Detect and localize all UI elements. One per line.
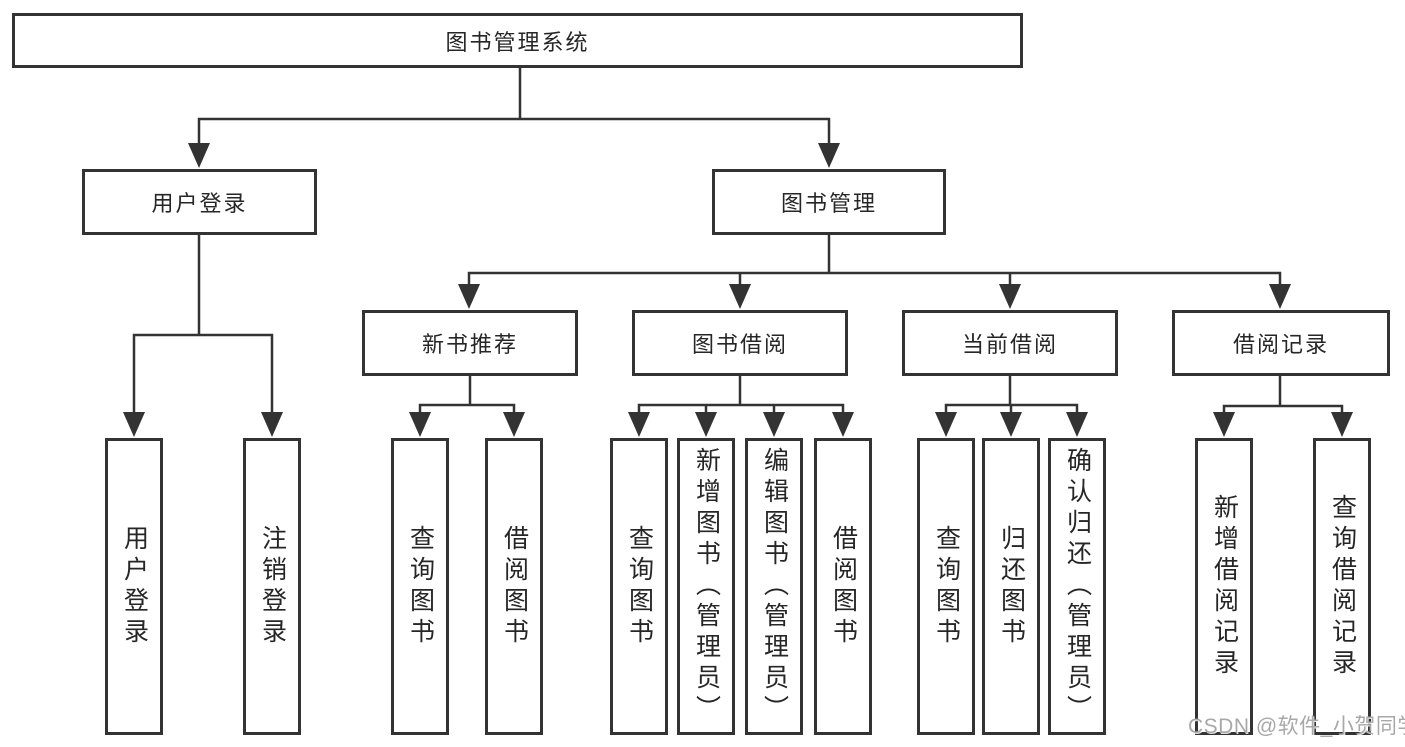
node-book-borrowing: 图书借阅: [632, 310, 848, 376]
arrowhead: [1269, 284, 1291, 309]
node-label: 用户登录: [151, 191, 248, 216]
node-label: 新增图书（管理员）: [692, 447, 721, 726]
node-label: 新增借阅记录: [1210, 493, 1239, 680]
node-label: 当前借阅: [961, 332, 1058, 357]
leaf-user-login: 用户登录: [105, 438, 163, 735]
arrowhead: [818, 143, 840, 168]
node-label: 图书借阅: [691, 332, 788, 357]
arrowhead: [123, 412, 145, 437]
connector-user-login-children: [123, 231, 283, 437]
arrowhead: [1331, 412, 1353, 437]
leaf-return-books: 归还图书: [982, 438, 1040, 735]
node-label: 编辑图书（管理员）: [760, 447, 789, 726]
arrowhead: [458, 284, 480, 309]
arrowhead: [628, 412, 650, 437]
connector-book-borrowing-children: [628, 372, 854, 437]
node-label: 确认归还（管理员）: [1063, 447, 1092, 726]
leaf-add-borrow-record: 新增借阅记录: [1195, 438, 1253, 735]
leaf-logout-login: 注销登录: [243, 438, 301, 735]
connector-new-book-recommendation-children: [409, 372, 525, 437]
node-label: 注销登录: [258, 524, 287, 649]
leaf-confirm-return-admin: 确认归还（管理员）: [1048, 438, 1106, 735]
watermark-csdn: CSDN @软件_小贺同学: [1188, 715, 1405, 738]
node-label: 归还图书: [997, 524, 1026, 649]
connector-borrowing-records-children: [1213, 372, 1353, 437]
leaf-add-books-admin: 新增图书（管理员）: [677, 438, 735, 735]
node-borrowing-records: 借阅记录: [1172, 310, 1390, 376]
node-label: 查询图书: [625, 524, 654, 649]
arrowhead: [1000, 412, 1022, 437]
node-label: 借阅记录: [1232, 332, 1329, 357]
arrowhead: [503, 412, 525, 437]
arrowhead: [729, 284, 751, 309]
leaf-query-books-borrowing: 查询图书: [610, 438, 668, 735]
arrowhead: [1213, 412, 1235, 437]
node-label: 借阅图书: [829, 524, 858, 649]
arrowhead: [832, 412, 854, 437]
arrowhead: [409, 412, 431, 437]
arrowhead: [763, 412, 785, 437]
arrowhead: [695, 412, 717, 437]
connector-root-to-level1: [188, 64, 840, 168]
node-label: 图书管理: [780, 191, 877, 216]
node-library-management-system: 图书管理系统: [12, 13, 1023, 68]
node-label: 查询图书: [932, 524, 961, 649]
connector-book-management-children: [458, 231, 1291, 309]
leaf-query-books-current: 查询图书: [917, 438, 975, 735]
connector-current-borrowing-children: [935, 372, 1088, 437]
arrowhead: [261, 412, 283, 437]
node-new-book-recommendation: 新书推荐: [362, 310, 578, 376]
leaf-borrow-books-borrowing: 借阅图书: [814, 438, 872, 735]
node-label: 借阅图书: [500, 524, 529, 649]
arrowhead: [188, 143, 210, 168]
node-current-borrowing: 当前借阅: [902, 310, 1118, 376]
leaf-borrow-books-recommend: 借阅图书: [485, 438, 543, 735]
node-book-management: 图书管理: [712, 169, 946, 235]
arrowhead: [999, 284, 1021, 309]
arrowhead: [935, 412, 957, 437]
node-label: 查询借阅记录: [1328, 493, 1357, 680]
arrowhead: [1066, 412, 1088, 437]
leaf-edit-books-admin: 编辑图书（管理员）: [745, 438, 803, 735]
node-label: 用户登录: [120, 524, 149, 649]
node-label: 图书管理系统: [445, 29, 590, 55]
leaf-query-books-recommend: 查询图书: [391, 438, 449, 735]
node-user-login: 用户登录: [82, 169, 317, 235]
leaf-query-borrow-record: 查询借阅记录: [1313, 438, 1371, 735]
node-label: 查询图书: [406, 524, 435, 649]
node-label: 新书推荐: [421, 332, 518, 357]
